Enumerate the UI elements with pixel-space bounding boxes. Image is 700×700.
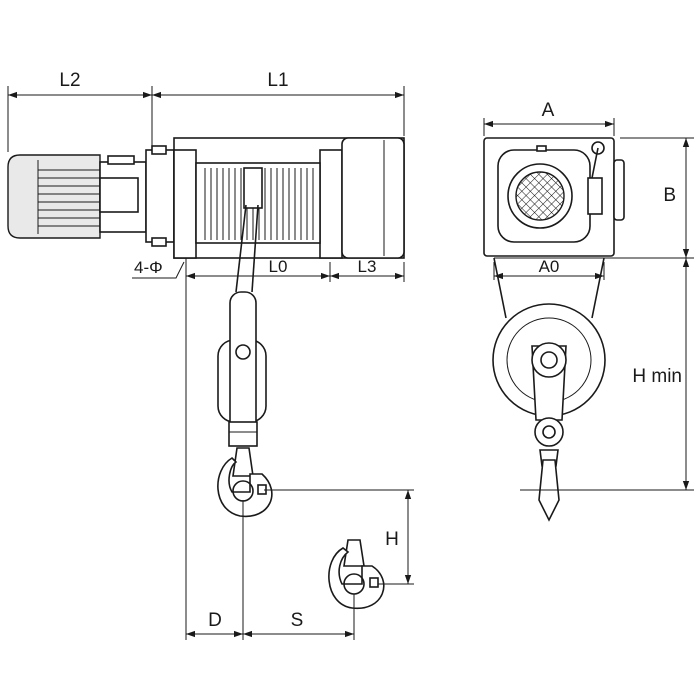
dim-label-l0: L0 [269,257,288,276]
dim-label-a: A [542,100,555,121]
dim-label-a0: A0 [539,257,560,276]
side-view: L2 L1 L0 L3 4-Φ H D S [7,70,414,640]
dim-label-h: H [385,529,399,550]
dim-label-h-min: H min [632,366,682,387]
end-housing [483,137,625,257]
dim-label-s: S [291,610,304,631]
dim-label-l1: L1 [267,70,288,91]
hook-block [217,291,273,518]
hook-lowered [328,539,385,609]
dim-label-mount-holes: 4-Φ [134,258,163,277]
motor [7,145,175,247]
dim-label-l3: L3 [358,257,377,276]
dim-label-b: B [663,185,676,206]
end-hook-block [492,257,606,522]
end-view: A B A0 H min [483,100,694,522]
drum-housing [173,137,405,293]
dim-label-l2: L2 [59,70,80,91]
dim-label-d: D [208,610,222,631]
